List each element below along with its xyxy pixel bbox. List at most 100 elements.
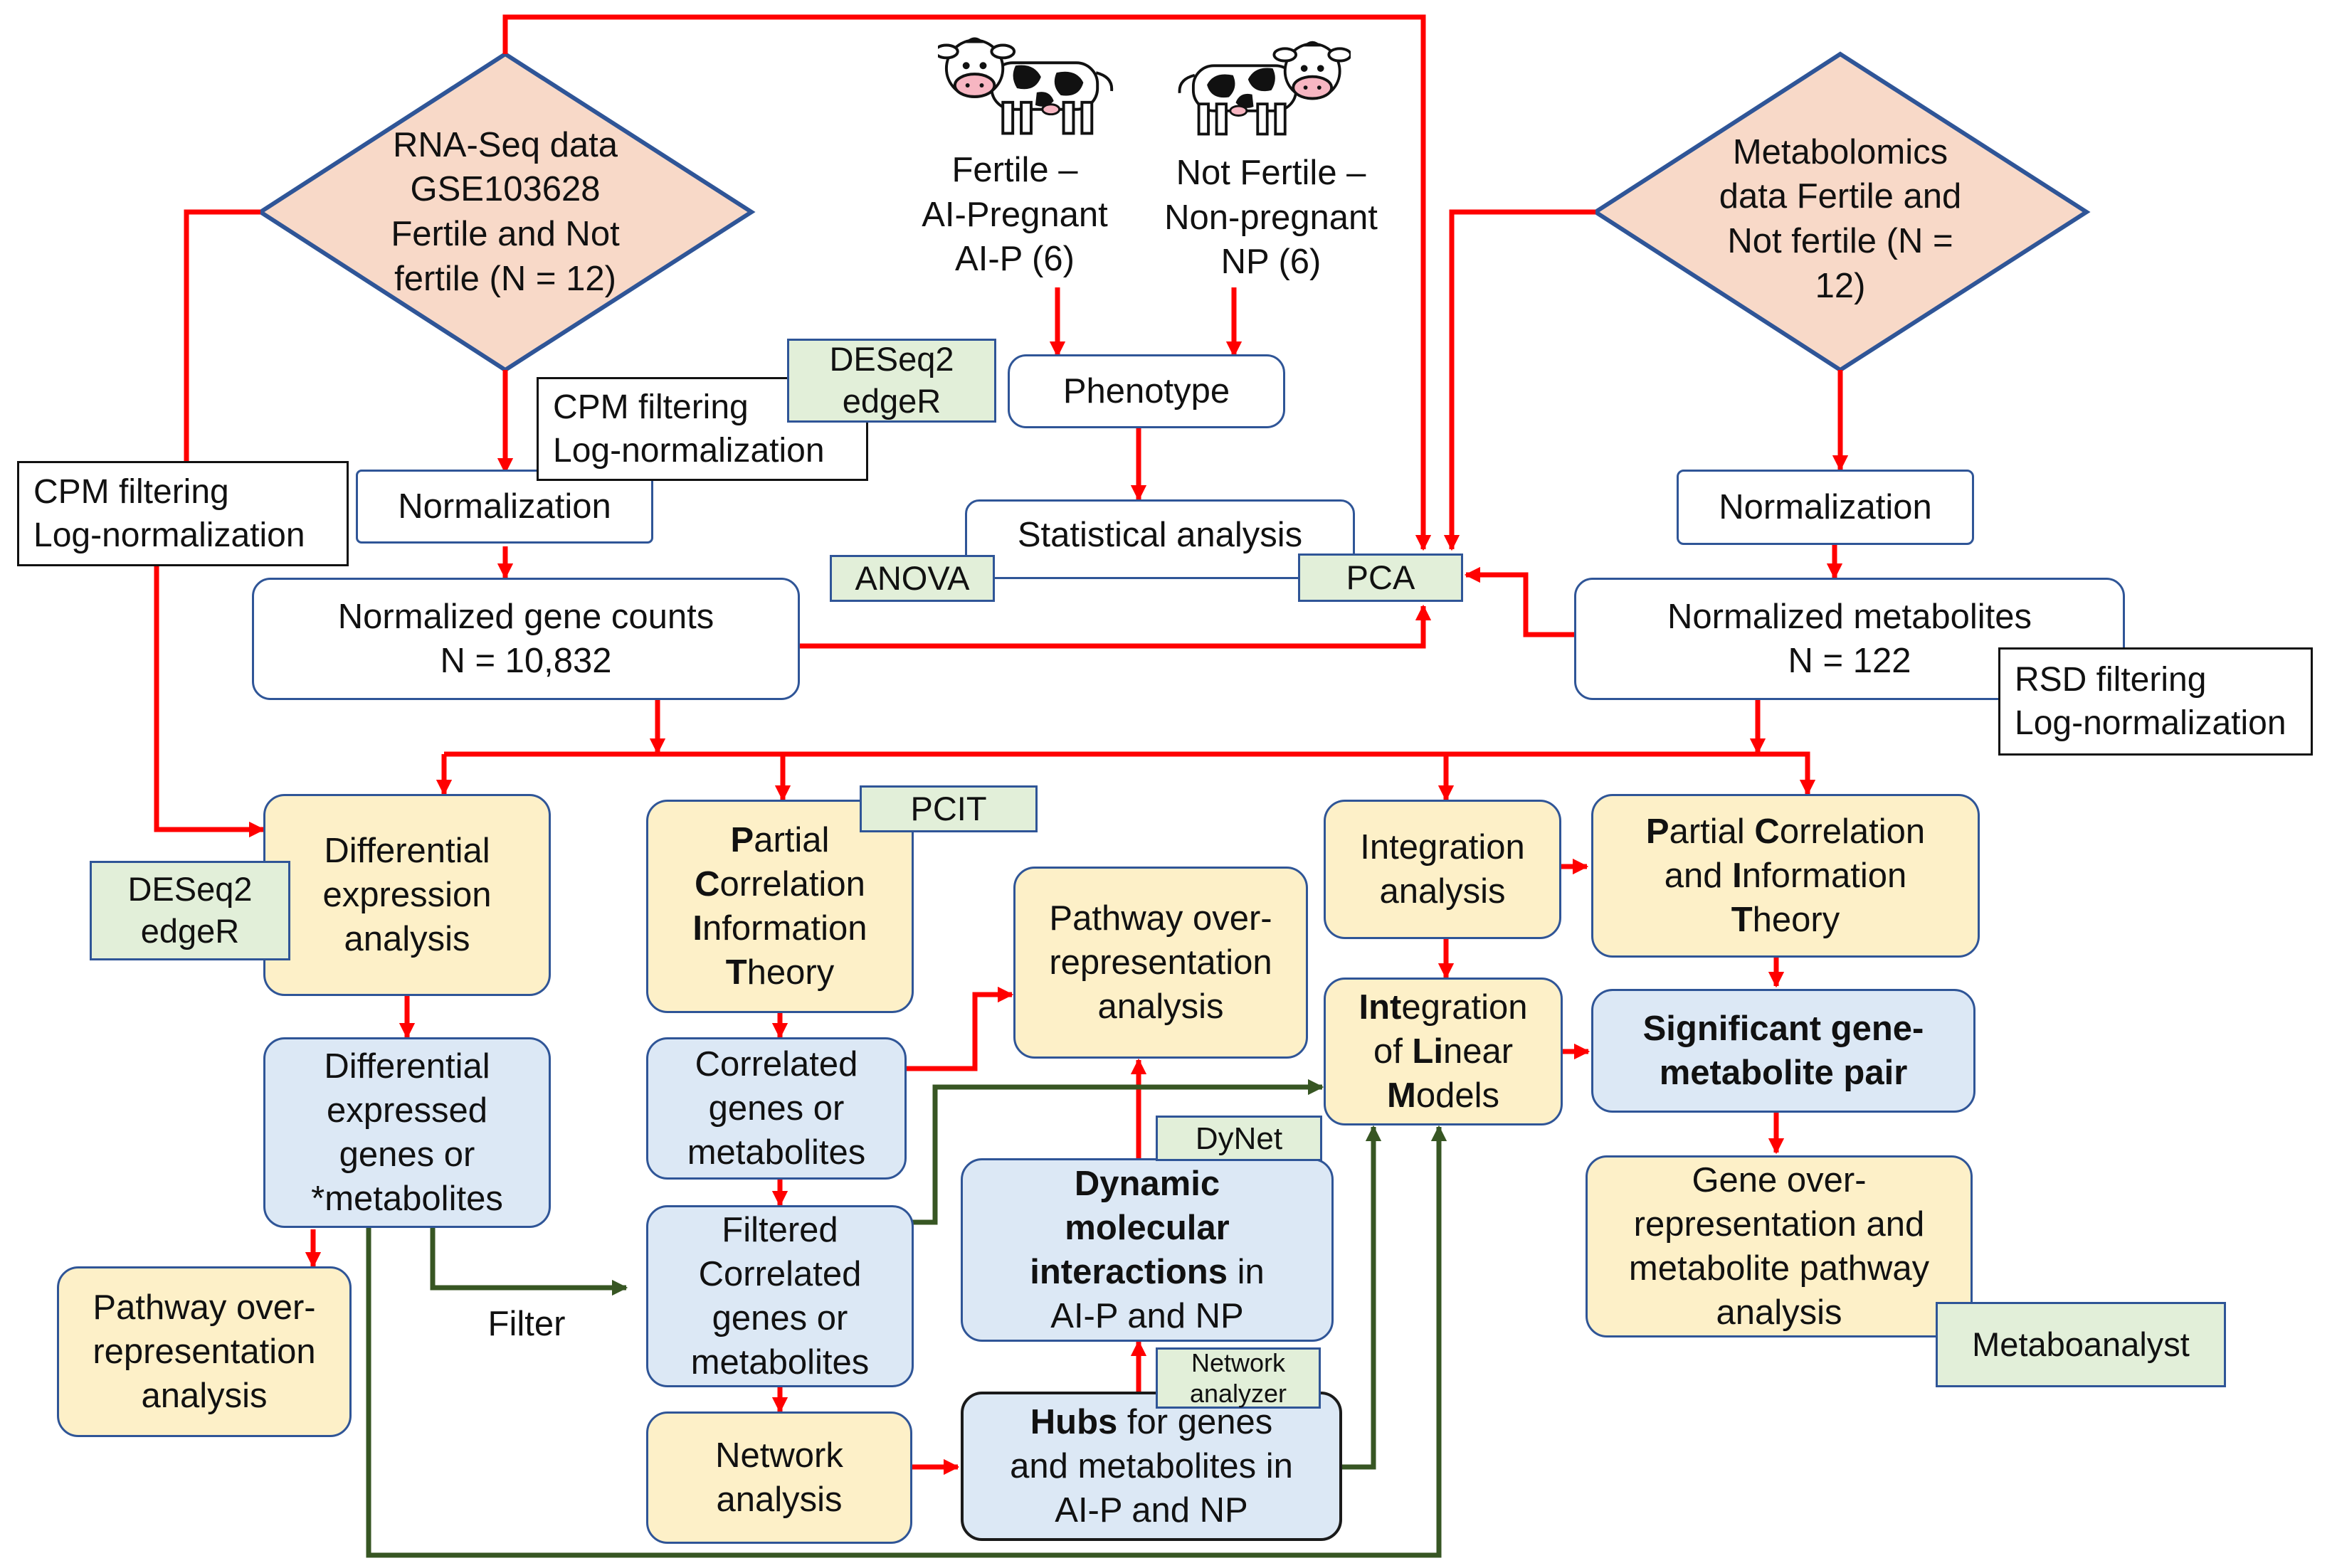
cow-icon [938,37,1114,135]
pcit-rest-2: orrelation [719,864,865,904]
pcit-right-r1: artial [1669,812,1755,851]
network-analysis-box: Network analysis [646,1411,912,1544]
pcit-line-3: Information [692,906,867,950]
notfertile-line-1: Not Fertile – [1176,154,1366,192]
sigpair-line-1: Significant gene- [1642,1009,1924,1048]
deseq-top-line-2: edgeR [842,382,941,420]
netanalyzer-line-2: analyzer [1189,1379,1287,1408]
correlated-line-2: genes or [708,1088,845,1128]
geneover-line-4: analysis [1716,1293,1842,1333]
cpm-mid-line-1: CPM filtering [553,388,749,426]
ilm-bold-3: M [1387,1076,1416,1116]
dynamic-rest-part: in [1227,1253,1265,1291]
ilm-rest-2a: of [1373,1032,1413,1071]
filter-text: Filter [487,1305,566,1343]
dynamic-bold-part: interactions [1030,1253,1228,1291]
rna-seq-data-label: RNA-Seq data GSE103628 Fertile and Not f… [320,118,690,306]
dynamic-line-1: Dynamic [1074,1164,1220,1203]
pathway-over-representation-left-box: Pathway over- representation analysis [57,1266,352,1437]
pathway-left-line-1: Pathway over- [93,1288,316,1327]
ilm-bold-1: Int [1359,987,1402,1027]
metabolomics-data-label: Metabolomics data Fertile and Not fertil… [1655,125,2025,313]
pcit-right-line-1: Partial Correlation [1646,810,1925,854]
anova-tag: ANOVA [830,555,995,602]
gene-over-representation-box: Gene over- representation and metabolite… [1586,1155,1973,1337]
hubs-box: Hubs for genes and metabolites in AI-P a… [961,1392,1342,1541]
norm-left-label: Normalization [398,487,611,526]
de-genes-box: Differential expressed genes or *metabol… [263,1037,551,1228]
network-analyzer-tag: Network analyzer [1156,1347,1321,1409]
geneover-line-1: Gene over- [1692,1160,1867,1199]
pcit-right-r2b: nformation [1741,856,1907,895]
pcit-right-line-3: Theory [1731,898,1840,942]
degenes-line-2: expressed [326,1091,488,1130]
pcit-right-line-2: and Information [1665,854,1907,898]
diffexp-line-2: expression [322,875,492,914]
hubs-line-3: AI-P and NP [1055,1491,1248,1530]
filtered-line-3: genes or [712,1299,848,1337]
pcit-right-b1: P [1645,812,1669,851]
hubs-line-1: Hubs for genes [1030,1400,1272,1444]
pcit-right-b3: T [1731,901,1753,940]
pathway-mid-line-3: analysis [1097,987,1224,1027]
integration-line-2: analysis [1379,872,1506,911]
differential-expression-box: Differential expression analysis [263,794,551,996]
geneover-line-3: metabolite pathway [1628,1249,1930,1288]
pcit-initial-c: C [695,864,720,904]
arrow-metab-to-pca [1443,209,1595,551]
pcit-initial-i: I [692,909,703,948]
pathway-left-line-3: analysis [141,1377,268,1416]
metabolites-line-2: N = 122 [1788,642,1911,680]
metab-line-4: 12) [1815,266,1866,305]
correlated-box: Correlated genes or metabolites [646,1037,907,1180]
pcit-box: Partial Correlation Information Theory [646,800,914,1013]
notfertile-line-3: NP (6) [1220,243,1322,282]
filtered-line-2: Correlated [698,1254,862,1293]
dynet-label: DyNet [1195,1121,1283,1156]
pcit-right-r3: heory [1752,901,1840,940]
diffexp-line-1: Differential [324,831,490,870]
green-degenes-to-ilm [366,1125,1447,1558]
hubs-line-2: and metabolites in [1010,1446,1293,1485]
green-filter-path [430,1227,628,1296]
pathway-left-line-2: representation [93,1332,316,1371]
filtered-line-1: Filtered [722,1210,838,1249]
integration-analysis-box: Integration analysis [1324,800,1561,939]
pcit-tag-label: PCIT [910,789,987,827]
rna-line-4: fertile (N = 12) [394,259,616,298]
dynamic-line-2: molecular [1065,1208,1230,1247]
genecounts-line-2: N = 10,832 [440,642,612,680]
hubs-rest-part: for genes [1117,1402,1273,1441]
fertile-line-1: Fertile – [951,151,1078,189]
rna-line-3: Fertile and Not [391,215,620,253]
filtered-correlated-box: Filtered Correlated genes or metabolites [646,1205,914,1387]
pcit-right-b1b: C [1754,812,1780,851]
diffexp-line-3: analysis [344,920,470,959]
pcit-right-box: Partial Correlation and Information Theo… [1591,794,1980,958]
netanalyzer-line-1: Network [1191,1347,1286,1377]
rsd-line-1: RSD filtering [2015,660,2207,699]
ilm-line-3: Models [1387,1074,1499,1118]
sigpair-line-2: metabolite pair [1659,1054,1908,1092]
hubs-bold-part: Hubs [1030,1402,1118,1441]
arrow-rna-to-cpm [184,209,260,461]
pcit-rest-1: artial [754,820,830,859]
pcit-initial-p: P [730,820,754,859]
bus-right [1446,751,1816,796]
cpm-left-line-2: Log-normalization [33,517,305,554]
arrow-rna-to-pca [502,14,1432,551]
dynamic-molecular-interactions-box: Dynamic molecular interactions in AI-P a… [961,1158,1334,1342]
deseq-left-line-2: edgeR [140,912,240,950]
genecounts-line-1: Normalized gene counts [337,597,714,636]
metaboanalyst-tag: Metaboanalyst [1936,1302,2226,1387]
rna-line-2: GSE103628 [410,170,601,209]
ilm-rest-3: odels [1415,1076,1499,1116]
deseq-left-line-1: DESeq2 [127,870,253,909]
pathway-mid-line-1: Pathway over- [1049,899,1272,938]
arrow-cpm-to-diffexp [154,566,265,838]
statistical-analysis-box: Statistical analysis [965,499,1355,579]
ilm-line-1: Integration [1359,985,1528,1029]
cpm-mid-line-2: Log-normalization [553,432,825,470]
cow-icon [1178,41,1351,136]
rsd-line-2: Log-normalization [2015,704,2286,742]
